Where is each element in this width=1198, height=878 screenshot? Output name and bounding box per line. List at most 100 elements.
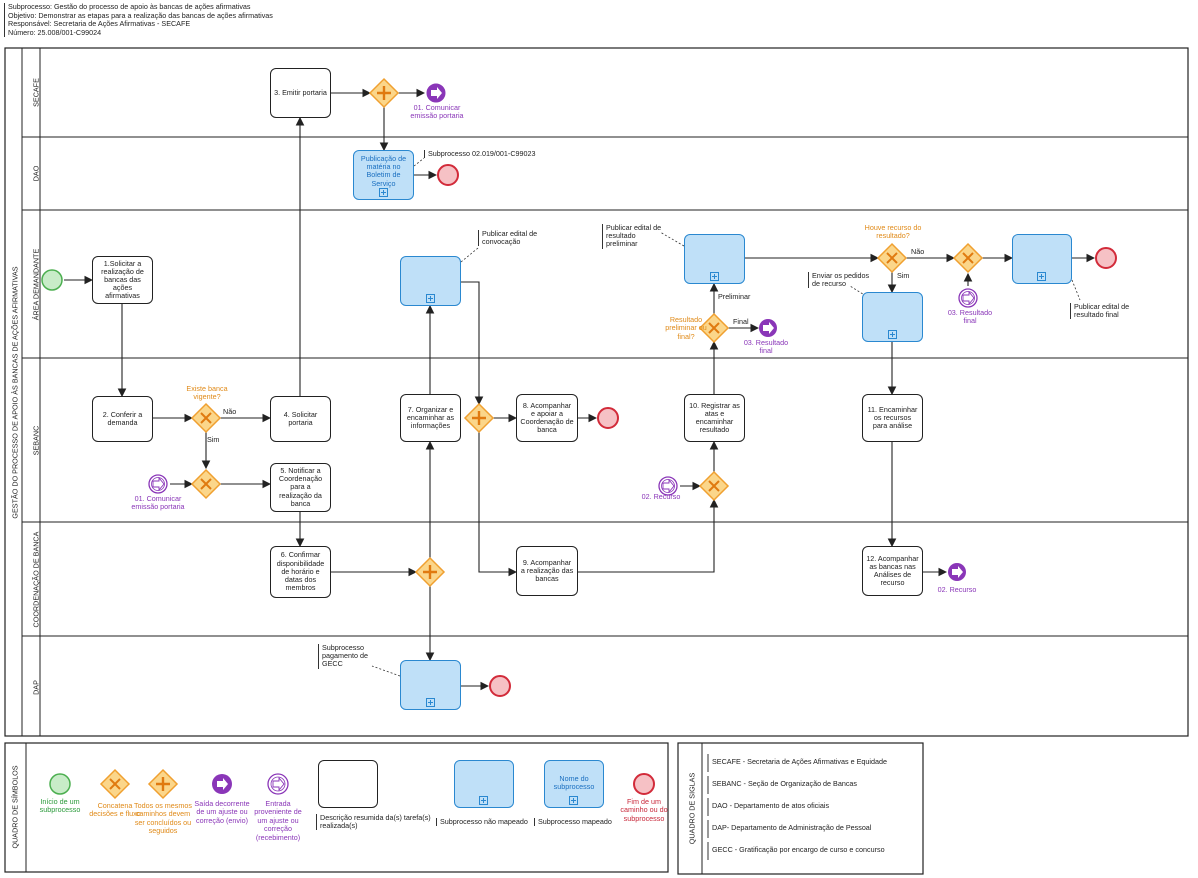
- gateway-recurso-label: Houve recurso do resultado?: [864, 223, 922, 241]
- subprocess-dao-label: Publicação de matéria no Boletim de Serv…: [360, 154, 407, 188]
- header-number: Número: 25.008/001-C99024: [8, 27, 102, 37]
- start-event: [41, 269, 63, 291]
- legend-end-label: Fim de um caminho ou do subprocesso: [620, 797, 668, 823]
- gateway-result: [698, 312, 730, 344]
- gateway-merge-sebanc: [190, 468, 222, 500]
- acronym-gecc: GECC - Gratificação por encargo de curso…: [712, 845, 885, 854]
- pool-title: GESTÃO DO PROCESSO DE APOIO ÀS BANCAS DE…: [10, 266, 20, 519]
- legend-acronyms-title: QUADRO DE SIGLAS: [687, 772, 697, 845]
- subprocess-edital-final[interactable]: [1012, 234, 1072, 284]
- expand-icon[interactable]: [887, 330, 897, 339]
- subprocess-dao-publicacao[interactable]: Publicação de matéria no Boletim de Serv…: [353, 150, 414, 200]
- task-2-conferir-demanda[interactable]: 2. Conferir a demanda: [92, 396, 153, 442]
- legend-task-shape: [318, 760, 378, 808]
- process-header: Subprocesso: Gestão do processo de apoio…: [4, 2, 273, 38]
- note-pedidos: Enviar os pedidos de recurso: [808, 271, 870, 289]
- subprocess-gecc[interactable]: [400, 660, 461, 710]
- event-comunicar-catch-label: 01. Comunicar emissão portaria: [131, 494, 185, 512]
- gateway-exists-no: Não: [223, 407, 237, 416]
- event-comunicar-throw-label: 01. Comunicar emissão portaria: [410, 103, 464, 121]
- gateway-result-prelim: Preliminar: [718, 292, 751, 301]
- legend-sub-name: Nome do subprocesso: [553, 774, 595, 792]
- lane-label-area: ÁREA DEMANDANTE: [31, 248, 41, 321]
- legend-acronyms-box: [677, 742, 924, 875]
- expand-icon[interactable]: [1037, 272, 1046, 281]
- event-resultado-throw-label: 03. Resultado final: [743, 338, 789, 356]
- gateway-parallel-coord: [414, 556, 446, 588]
- gateway-recurso-yes: Sim: [897, 271, 910, 280]
- gateway-recurso-no: Não: [911, 247, 925, 256]
- legend-sub-unmapped-shape: [454, 760, 514, 808]
- task-6-confirmar-disponibilidade[interactable]: 6. Confirmar disponibilidade de horário …: [270, 546, 331, 598]
- catch-event-recurso: [658, 476, 678, 496]
- subprocess-edital-convocacao[interactable]: [400, 256, 461, 306]
- catch-event-resultado: [958, 288, 978, 308]
- gateway-parallel-sebanc: [463, 402, 495, 434]
- note-gecc: Subprocesso pagamento de GECC: [318, 643, 382, 669]
- lane-label-coord: COORDENAÇÃO DE BANCA: [31, 531, 41, 628]
- legend-parallel-label: Todos os mesmos caminhos devem ser concl…: [134, 801, 192, 836]
- legend-catch-label: Entrada proveniente de um ajuste ou corr…: [254, 799, 302, 842]
- legend-task-label: Descrição resumida da(s) tarefa(s) reali…: [316, 813, 436, 831]
- throw-event-recurso: [948, 563, 966, 581]
- acronym-sebanc: SEBANC - Seção de Organização de Bancas: [712, 779, 858, 788]
- gateway-final-merge: [952, 242, 984, 274]
- event-recurso-catch-label: 02. Recurso: [641, 492, 681, 501]
- legend-throw-label: Saída decorrente de um ajuste ou correçã…: [194, 799, 250, 825]
- event-recurso-throw-label: 02. Recurso: [937, 585, 977, 594]
- lane-label-dap: DAP: [31, 680, 41, 695]
- acronym-dap: DAP- Departamento de Administração de Pe…: [712, 823, 872, 832]
- legend-sub-mapped-shape: Nome do subprocesso: [544, 760, 604, 808]
- note-dao-subprocess: Subprocesso 02.019/001-C99023: [424, 149, 538, 159]
- expand-icon[interactable]: [425, 698, 435, 707]
- gateway-parallel-secafe: [368, 77, 400, 109]
- expand-icon[interactable]: [378, 188, 388, 197]
- expand-icon[interactable]: [425, 294, 435, 303]
- task-9-acompanhar-realizacao[interactable]: 9. Acompanhar a realização das bancas: [516, 546, 578, 596]
- task-5-notificar-coordenacao[interactable]: 5. Notificar a Coordenação para a realiz…: [270, 463, 331, 512]
- gateway-exists-yes: Sim: [207, 435, 220, 444]
- header-objective: Objetivo: Demonstrar as etapas para a re…: [8, 10, 273, 20]
- lane-label-dao: DAO: [31, 165, 41, 182]
- gateway-result-label: Resultado preliminar ou final?: [665, 315, 707, 341]
- subprocess-edital-preliminar[interactable]: [684, 234, 745, 284]
- task-7-organizar-informacoes[interactable]: 7. Organizar e encaminhar as informações: [400, 394, 461, 442]
- note-final: Publicar edital de resultado final: [1070, 302, 1132, 320]
- expand-icon: [479, 796, 488, 805]
- legend-symbols-title: QUADRO DE SÍMBOLOS: [10, 765, 20, 849]
- gateway-recurso-merge: [698, 470, 730, 502]
- header-responsible: Responsável: Secretaria de Ações Afirmat…: [8, 19, 191, 29]
- event-resultado-catch-label: 03. Resultado final: [947, 308, 993, 326]
- task-8-acompanhar-apoiar[interactable]: 8. Acompanhar e apoiar a Coordenação de …: [516, 394, 578, 442]
- subprocess-enviar-pedidos[interactable]: [862, 292, 923, 342]
- throw-event-resultado: [759, 319, 777, 337]
- header-subprocess: Subprocesso: Gestão do processo de apoio…: [8, 2, 251, 11]
- task-12-acompanhar-analises[interactable]: 12. Acompanhar as bancas nas Análises de…: [862, 546, 923, 596]
- legend-start-label: Início de um subprocesso: [39, 797, 81, 815]
- legend-sub-mapped-label: Subprocesso mapeado: [534, 817, 618, 827]
- end-event-dao: [437, 164, 459, 186]
- task-10-registrar-atas[interactable]: 10. Registrar as atas e encaminhar resul…: [684, 394, 745, 442]
- task-3-emitir-portaria[interactable]: 3. Emitir portaria: [270, 68, 331, 118]
- end-event-final: [1095, 247, 1117, 269]
- note-preliminar: Publicar edital de resultado preliminar: [602, 223, 666, 249]
- lane-label-sebanc: SEBANC: [31, 425, 41, 456]
- expand-icon[interactable]: [709, 272, 719, 281]
- throw-event-comunicar: [426, 83, 446, 103]
- task-4-solicitar-portaria[interactable]: 4. Solicitar portaria: [270, 396, 331, 442]
- gateway-exists: [190, 402, 222, 434]
- note-convocacao: Publicar edital de convocação: [478, 229, 550, 247]
- gateway-result-final: Final: [733, 317, 749, 326]
- end-event-t8: [597, 407, 619, 429]
- task-1-solicitar-bancas[interactable]: 1.Solicitar a realização de bancas das a…: [92, 256, 153, 304]
- legend-xor-label: Concatena decisões e fluxo: [89, 801, 141, 819]
- expand-icon: [569, 796, 578, 805]
- lane-label-secafe: SECAFE: [31, 78, 41, 107]
- gateway-exists-label: Existe banca vigente?: [186, 384, 228, 402]
- end-event-dap: [489, 675, 511, 697]
- task-11-encaminhar-recursos[interactable]: 11. Encaminhar os recursos para análise: [862, 394, 923, 442]
- gateway-recurso: [876, 242, 908, 274]
- catch-event-comunicar: [148, 474, 168, 494]
- legend-sub-unmapped-label: Subprocesso não mapeado: [436, 817, 532, 827]
